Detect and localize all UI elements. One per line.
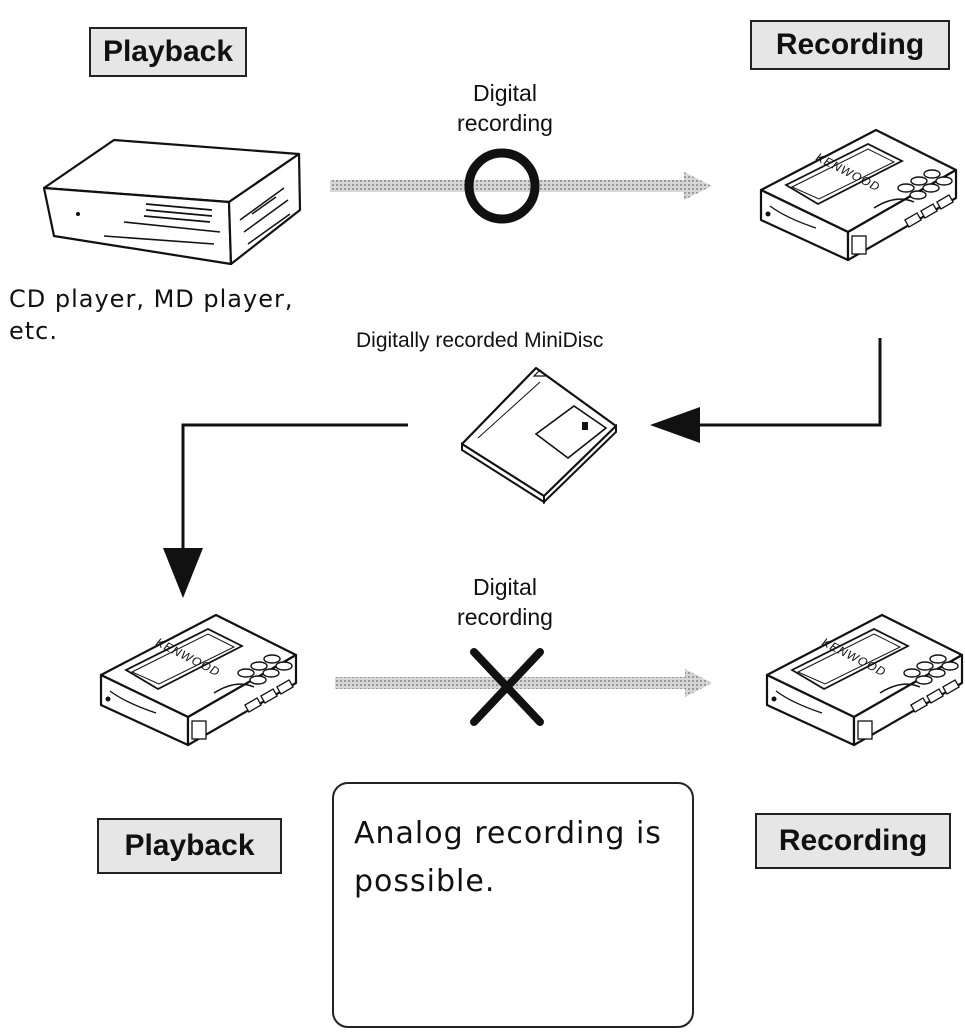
recording-label-bottom: Recording bbox=[755, 813, 951, 869]
md-recorder-bottom-right bbox=[765, 613, 964, 747]
source-device-caption: CD player, MD player, etc. bbox=[9, 285, 294, 345]
analog-note-text: Analog recording is possible. bbox=[354, 816, 662, 899]
bottom-arrow-label: Digital recording bbox=[457, 574, 553, 630]
playback-label-bottom: Playback bbox=[97, 818, 282, 874]
flow-line-right bbox=[700, 338, 882, 427]
minidisc-illustration bbox=[460, 366, 618, 505]
top-digital-arrow bbox=[330, 172, 712, 200]
cd-player-illustration bbox=[42, 138, 302, 266]
md-recorder-bottom-left bbox=[99, 613, 298, 747]
arrowhead-left bbox=[650, 407, 700, 443]
minidisc-caption: Digitally recorded MiniDisc bbox=[356, 329, 604, 352]
md-recorder-top-right bbox=[759, 128, 958, 262]
arrowhead-down bbox=[163, 548, 203, 598]
top-arrow-label: Digital recording bbox=[457, 80, 553, 136]
allowed-circle-icon bbox=[464, 148, 540, 224]
playback-label-top: Playback bbox=[89, 27, 247, 77]
recording-label-top: Recording bbox=[750, 20, 950, 70]
not-allowed-cross-icon bbox=[470, 648, 544, 726]
analog-note-box: Analog recording is possible. bbox=[332, 782, 694, 1028]
flow-line-left bbox=[181, 423, 408, 548]
